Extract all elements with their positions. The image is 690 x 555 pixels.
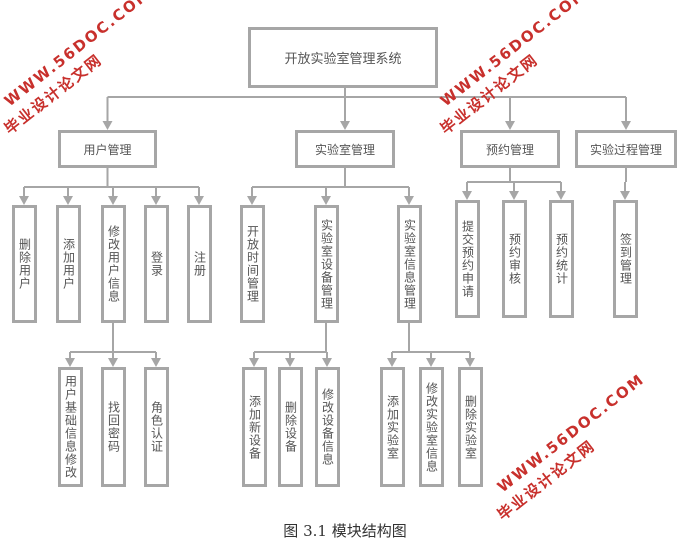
arrow-head-icon (63, 196, 73, 205)
function-node: 找回密码 (101, 367, 126, 487)
submodule-node: 预约审核 (502, 200, 527, 318)
submodule-node-label: 提交预约申请 (460, 220, 475, 298)
submodule-node-label: 修改用户信息 (106, 225, 121, 303)
module-node-label: 用户管理 (83, 142, 132, 157)
function-node-label: 删除设备 (283, 401, 298, 453)
submodule-node-label: 预约审核 (507, 233, 522, 285)
arrow-head-icon (509, 191, 519, 200)
arrow-head-icon (556, 191, 566, 200)
function-node-label: 删除实验室 (463, 394, 478, 460)
root-node: 开放实验室管理系统 (248, 27, 438, 88)
arrow-head-icon (465, 358, 475, 367)
module-node: 实验室管理 (295, 130, 395, 168)
function-node-label: 角色认证 (149, 401, 164, 453)
module-node-label: 实验室管理 (314, 142, 375, 157)
function-node: 修改设备信息 (315, 367, 340, 487)
arrow-head-icon (404, 196, 414, 205)
arrow-head-icon (151, 196, 161, 205)
function-node-label: 用户基础信息修改 (63, 375, 78, 479)
arrow-head-icon (426, 358, 436, 367)
arrow-head-icon (322, 358, 332, 367)
module-node-label: 实验过程管理 (589, 142, 662, 157)
arrow-head-icon (19, 196, 29, 205)
function-node: 添加实验室 (380, 367, 405, 487)
submodule-node-label: 实验室信息管理 (402, 218, 417, 310)
function-node-label: 修改实验室信息 (424, 381, 439, 473)
submodule-node: 添加用户 (56, 205, 81, 323)
submodule-node: 修改用户信息 (101, 205, 126, 323)
function-node: 用户基础信息修改 (58, 367, 83, 487)
submodule-node: 开放时间管理 (240, 205, 265, 323)
module-node: 实验过程管理 (575, 130, 677, 168)
submodule-node: 提交预约申请 (455, 200, 480, 318)
function-node-label: 找回密码 (106, 401, 121, 453)
submodule-node: 实验室信息管理 (397, 205, 422, 323)
arrow-head-icon (108, 196, 118, 205)
module-node-label: 预约管理 (485, 142, 534, 157)
submodule-node-label: 删除用户 (17, 238, 32, 290)
arrow-head-icon (194, 196, 204, 205)
arrow-head-icon (462, 191, 472, 200)
arrow-head-icon (247, 196, 257, 205)
arrow-head-icon (621, 121, 631, 130)
function-node-label: 添加新设备 (247, 394, 262, 460)
submodule-node-label: 签到管理 (618, 233, 633, 285)
submodule-node: 实验室设备管理 (314, 205, 339, 323)
function-node: 删除实验室 (458, 367, 483, 487)
arrow-head-icon (108, 358, 118, 367)
submodule-node-label: 实验室设备管理 (319, 218, 334, 310)
arrow-head-icon (65, 358, 75, 367)
arrow-head-icon (340, 121, 350, 130)
arrow-head-icon (387, 358, 397, 367)
function-node: 删除设备 (278, 367, 303, 487)
arrow-head-icon (151, 358, 161, 367)
submodule-node: 注册 (187, 205, 212, 323)
submodule-node-label: 登录 (149, 251, 164, 277)
arrow-head-icon (321, 196, 331, 205)
submodule-node-label: 开放时间管理 (245, 225, 260, 303)
arrow-head-icon (505, 121, 515, 130)
figure-caption: 图 3.1 模块结构图 (283, 522, 407, 540)
function-node-label: 修改设备信息 (320, 388, 335, 466)
function-node: 添加新设备 (242, 367, 267, 487)
submodule-node-label: 注册 (192, 251, 207, 277)
submodule-node-label: 预约统计 (554, 233, 569, 285)
arrow-head-icon (249, 358, 259, 367)
arrow-head-icon (102, 121, 113, 130)
submodule-node-label: 添加用户 (61, 238, 76, 290)
root-label: 开放实验室管理系统 (284, 52, 402, 67)
function-node: 角色认证 (144, 367, 169, 487)
submodule-node: 删除用户 (12, 205, 37, 323)
submodule-node: 签到管理 (613, 200, 638, 318)
module-node: 用户管理 (58, 130, 157, 168)
arrow-head-icon (285, 358, 295, 367)
submodule-node: 登录 (144, 205, 169, 323)
submodule-node: 预约统计 (549, 200, 574, 318)
arrow-head-icon (620, 191, 630, 200)
module-node: 预约管理 (460, 130, 560, 168)
function-node-label: 添加实验室 (385, 394, 400, 460)
function-node: 修改实验室信息 (419, 367, 444, 487)
